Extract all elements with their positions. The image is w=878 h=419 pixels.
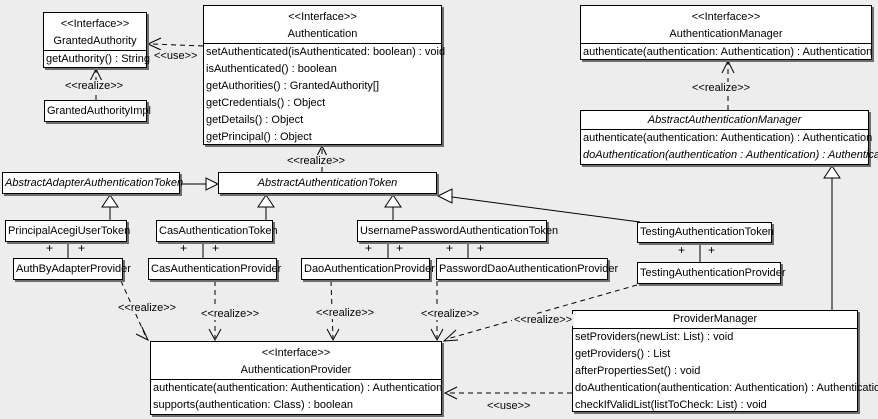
class-header: <<Interface>> GrantedAuthority [44,13,146,50]
class-header: <<Interface>> AuthenticationManager [581,6,871,43]
method-label: supports(authentication: Class) : boolea… [153,399,353,411]
class-name: CasAuthenticationProvider [151,263,282,275]
methods-compartment: authenticate(authentication: Authenticat… [581,43,873,61]
method-label: isAuthenticated() : boolean [206,63,337,75]
class-name: PrincipalAcegiUserToken [8,225,131,237]
realize-label: <<realize>> [314,307,377,319]
class-password-dao-authentication-provider[interactable]: PasswordDaoAuthenticationProvider [436,258,619,280]
class-granted-authority-impl[interactable]: GrantedAuthorityImpl [44,100,151,122]
class-header: <<Interface>> AuthenticationProvider [151,342,441,379]
edge-grantedauthorityimpl-realizes-grantedauthority [89,67,103,100]
class-name: AbstractAuthenticationToken [257,177,398,189]
plus-label: + [46,241,54,255]
edge-providermanager-extends-abstractauthenticationmanager [823,165,841,310]
edge-testingauthenticationprovider-realizes-authenticationprovider [442,284,638,342]
method-label: getCredentials() : Object [206,97,326,109]
plus-label: + [78,241,86,255]
method-label: getAuthority() : String [46,53,150,65]
method-label: doAuthentication(authentication: Authent… [575,382,878,394]
class-name: AuthenticationManager [669,28,783,40]
realize-label: <<realize>> [690,82,753,94]
method-label: checkIfValidList(listToCheck: List) : vo… [575,399,767,411]
class-name: TestingAuthenticationToken [640,226,774,238]
plus-label: + [708,243,716,257]
class-dao-authentication-provider[interactable]: DaoAuthenticationProvider [301,258,435,280]
class-name: Authentication [287,28,358,40]
class-auth-by-adapter-provider[interactable]: AuthByAdapterProvider [13,258,131,280]
edge-usernamepasswordtoken-extends-abstracttoken [384,194,402,220]
methods-compartment: setAuthenticated(isAuthenticated: boolea… [204,43,446,146]
class-name: GrantedAuthorityImpl [47,105,151,117]
method-label: getPrincipal() : Object [206,131,312,143]
class-name: UsernamePasswordAuthenticationToken [360,225,559,237]
methods-compartment: authenticate(authentication: Authenticat… [151,379,443,414]
methods-compartment: setProviders(newList: List) : void getPr… [573,328,878,414]
realize-label: <<realize>> [419,308,482,320]
class-testing-authentication-provider[interactable]: TestingAuthenticationProvider [637,262,786,284]
realize-label: <<realize>> [512,314,575,326]
method-label: getAuthorities() : GrantedAuthority[] [206,80,380,92]
class-name: AbstractAuthenticationManager [647,114,802,126]
class-header: <<Interface>> Authentication [204,6,441,43]
stereotype-label: <<Interface>> [691,11,761,23]
class-granted-authority[interactable]: <<Interface>> GrantedAuthority getAuthor… [43,12,150,68]
realize-label: <<realize>> [116,302,179,314]
class-provider-manager[interactable]: ProviderManager setProviders(newList: Li… [572,310,878,414]
realize-label: <<realize>> [63,80,126,92]
method-label: getDetails() : Object [206,114,304,126]
realize-label: <<realize>> [285,155,348,167]
class-name: AbstractAdapterAuthenticationToken [5,177,184,189]
class-name: ProviderManager [672,313,758,325]
use-label: <<use>> [152,50,200,62]
edge-abstractadaptertoken-extends-abstracttoken [180,177,220,191]
class-testing-authentication-token[interactable]: TestingAuthenticationToken [637,222,774,243]
method-label: authenticate(authentication: Authenticat… [583,46,873,58]
edge-providermanager-uses-authenticationprovider [443,386,572,400]
class-name: TestingAuthenticationProvider [640,267,786,279]
class-abstract-adapter-authentication-token[interactable]: AbstractAdapterAuthenticationToken [2,172,184,194]
method-label: getProviders() : List [575,348,671,360]
edge-authentication-uses-grantedauthority [146,37,204,51]
class-name: CasAuthenticationToken [159,225,278,237]
edge-principalacegiusertoken-extends-abstractadaptertoken [101,194,119,220]
method-label: afterPropertiesSet() : void [575,365,701,377]
method-label: authenticate(authentication: Authenticat… [583,132,873,144]
use-label: <<use>> [485,400,533,412]
stereotype-label: <<Interface>> [60,18,130,30]
class-authentication[interactable]: <<Interface>> Authentication setAuthenti… [203,5,446,146]
class-cas-authentication-provider[interactable]: CasAuthenticationProvider [148,258,282,280]
stereotype-label: <<Interface>> [261,347,331,359]
method-label: setAuthenticated(isAuthenticated: boolea… [206,46,446,58]
plus-label: + [477,241,485,255]
class-name: PasswordDaoAuthenticationProvider [439,263,619,275]
plus-label: + [365,241,373,255]
class-authentication-manager[interactable]: <<Interface>> AuthenticationManager auth… [580,5,872,60]
edge-casauthenticationtoken-extends-abstracttoken [257,194,275,220]
plus-label: + [180,241,188,255]
class-cas-authentication-token[interactable]: CasAuthenticationToken [156,220,278,242]
class-name: AuthByAdapterProvider [16,263,131,275]
class-authentication-provider[interactable]: <<Interface>> AuthenticationProvider aut… [150,341,442,415]
class-abstract-authentication-token[interactable]: AbstractAuthenticationToken [218,172,437,194]
method-label: authenticate(authentication: Authenticat… [153,382,443,394]
plus-label: + [396,241,404,255]
plus-label: + [678,243,686,257]
edge-abstractauthenticationmanager-realizes-authenticationmanager [721,59,735,110]
realize-label: <<realize>> [199,308,262,320]
class-principal-acegi-user-token[interactable]: PrincipalAcegiUserToken [5,220,131,242]
class-name: DaoAuthenticationProvider [304,263,435,275]
class-name: AuthenticationProvider [240,364,352,376]
class-username-password-authentication-token[interactable]: UsernamePasswordAuthenticationToken [357,220,559,242]
methods-compartment: authenticate(authentication: Authenticat… [581,129,878,164]
method-label: doAuthentication(authentication : Authen… [583,149,878,161]
edge-testingtoken-extends-abstracttoken [436,188,641,223]
class-name: GrantedAuthority [53,35,137,47]
class-abstract-authentication-manager[interactable]: AbstractAuthenticationManager authentica… [580,110,878,165]
stereotype-label: <<Interface>> [288,11,357,23]
method-label: setProviders(newList: List) : void [575,331,734,343]
methods-compartment: getAuthority() : String [44,50,150,68]
plus-label: + [446,241,454,255]
plus-label: + [212,241,220,255]
